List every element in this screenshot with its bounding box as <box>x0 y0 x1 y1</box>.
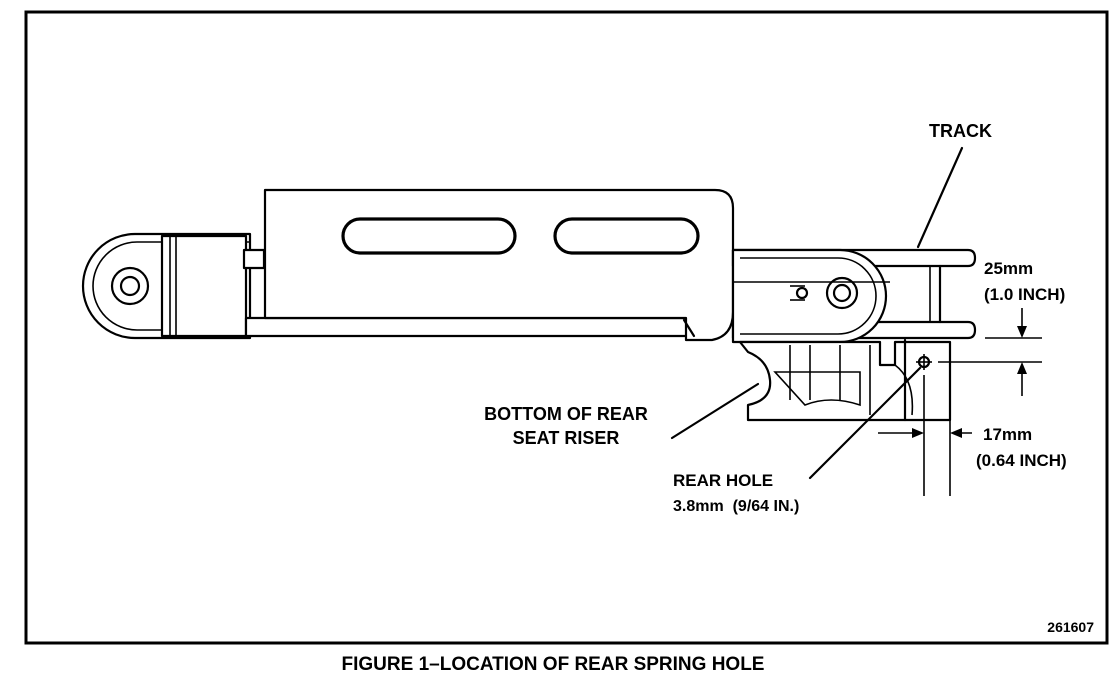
lower-rail <box>244 316 692 338</box>
seat-track-drawing <box>81 188 977 422</box>
rear-slot <box>553 217 700 255</box>
hole-leader <box>808 366 922 480</box>
dim-vertical-metric-label: 25mm <box>984 259 1033 278</box>
left-bolt-outer <box>110 266 150 306</box>
right-bolt-inner <box>832 283 852 303</box>
slot-pin <box>795 286 809 300</box>
left-block <box>160 234 248 338</box>
dimension-lines <box>878 308 1042 496</box>
riser-label-line2: SEAT RISER <box>513 428 620 448</box>
leader-lines <box>670 146 964 480</box>
hole-label-line2: 3.8mm (9/64 IN.) <box>673 498 799 515</box>
figure-caption: FIGURE 1–LOCATION OF REAR SPRING HOLE <box>342 654 765 675</box>
track-leader <box>916 146 964 249</box>
riser-plate <box>263 188 735 342</box>
dim-horizontal-imperial-label: (0.64 INCH) <box>976 451 1067 470</box>
riser-leader <box>670 382 760 440</box>
dim-horizontal-metric-label: 17mm <box>983 425 1032 444</box>
figure-frame <box>24 10 1109 645</box>
front-slot <box>341 217 517 255</box>
left-bolt-inner <box>119 275 141 297</box>
hole-label-line1: REAR HOLE <box>673 471 773 490</box>
dim-vertical-imperial-label: (1.0 INCH) <box>984 285 1065 304</box>
riser-label-line1: BOTTOM OF REAR <box>484 404 648 424</box>
right-bolt-outer <box>825 276 859 310</box>
riser-bracket <box>738 340 952 422</box>
figure-number: 261607 <box>1047 619 1094 635</box>
track-label: TRACK <box>929 121 992 141</box>
right-link <box>731 248 888 344</box>
